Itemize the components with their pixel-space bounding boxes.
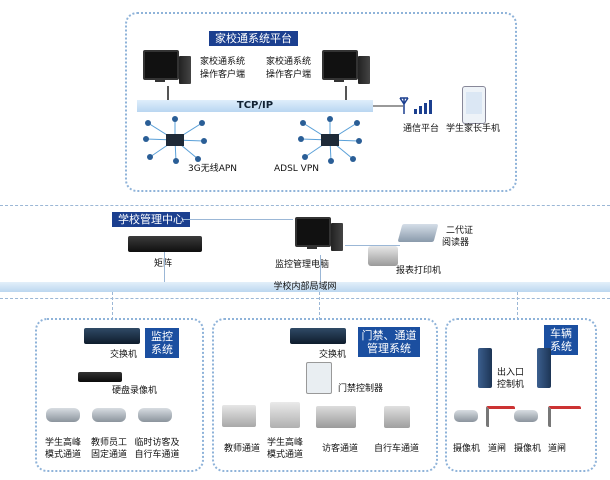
vehicle-item-2-label: 道闸	[488, 444, 507, 454]
dvr-label: 硬盘录像机	[112, 386, 158, 396]
gate-student-label-2: 模式通道	[266, 450, 303, 460]
drop-vehicle	[517, 292, 518, 320]
access-tag-line1: 门禁、通道	[361, 329, 417, 342]
cam-2-label-1: 教师员工	[90, 438, 127, 448]
vehicle-item-3-label: 摄像机	[514, 444, 542, 454]
id-reader-label-2: 阅读器	[442, 238, 470, 248]
camera-1-icon	[46, 408, 80, 422]
id-reader-label-1: 二代证	[446, 226, 474, 236]
vehicle-camera-2-icon	[514, 410, 538, 422]
lan-label: 学校内部局域网	[273, 282, 337, 292]
camera-2-icon	[92, 408, 126, 422]
access-controller	[306, 362, 332, 394]
cam-1-label-1: 学生高峰	[44, 438, 81, 448]
gate-bike-label: 自行车通道	[374, 444, 420, 454]
client-pc-left	[143, 50, 193, 88]
camera-3-icon	[138, 408, 172, 422]
vehicle-tag-line1: 车辆	[550, 327, 572, 340]
access-tag-line2: 管理系统	[367, 342, 411, 355]
id-reader-device	[397, 224, 439, 242]
center-title: 学校管理中心	[112, 212, 190, 227]
vehicle-controller-right	[537, 348, 551, 388]
access-system-box	[212, 318, 438, 472]
monitor-system-tag: 监控 系统	[145, 328, 179, 358]
phone-icon	[462, 86, 486, 124]
vehicle-item-4-label: 道闸	[548, 444, 567, 454]
vehicle-barrier-1-icon	[486, 406, 515, 427]
network-label-left: 3G无线APN	[188, 164, 238, 174]
network-cluster-right	[298, 116, 362, 164]
client-label-right-2: 操作客户端	[266, 70, 312, 80]
gate-bike-icon	[384, 406, 410, 428]
lan-bar	[0, 282, 610, 292]
gate-teacher-label: 教师通道	[224, 444, 261, 454]
vehicle-controller-left	[478, 348, 492, 388]
matrix-label: 矩阵	[154, 259, 173, 269]
monitor-pc-label: 监控管理电脑	[275, 260, 330, 270]
monitor-pc	[295, 217, 345, 257]
cam-3-label-1: 临时访客及	[134, 438, 180, 448]
separator-top	[0, 205, 610, 206]
tcp-ip-label: TCP/IP	[236, 100, 274, 111]
gate-student-icon	[270, 402, 300, 428]
matrix-device	[128, 236, 202, 252]
drop-access	[319, 292, 320, 320]
monitor-tag-line2: 系统	[151, 343, 173, 356]
drop-monitor	[112, 292, 113, 320]
client-pc-right	[322, 50, 372, 88]
network-cluster-left	[143, 116, 207, 164]
vehicle-controller-label-1: 出入口	[497, 368, 525, 378]
monitor-switch-label: 交换机	[110, 350, 138, 360]
phone-label: 学生家长手机	[446, 124, 501, 134]
client-label-left-1: 家校通系统	[200, 57, 246, 67]
access-controller-label: 门禁控制器	[338, 384, 384, 394]
vehicle-tag-line2: 系统	[550, 340, 572, 353]
cam-1-label-2: 模式通道	[44, 450, 81, 460]
printer-label: 报表打印机	[396, 266, 442, 276]
platform-title: 家校通系统平台	[209, 31, 298, 46]
client-label-left-2: 操作客户端	[200, 70, 246, 80]
vehicle-camera-1-icon	[454, 410, 478, 422]
vehicle-system-box	[445, 318, 597, 472]
tcp-ip-backbone	[137, 100, 373, 112]
cam-3-label-2: 自行车通道	[134, 450, 180, 460]
telecom-label: 通信平台	[403, 124, 440, 134]
vehicle-item-1-label: 摄像机	[453, 444, 481, 454]
antenna-icon	[399, 97, 432, 114]
vehicle-controller-label-2: 控制机	[497, 380, 525, 390]
gate-student-label-1: 学生高峰	[266, 438, 303, 448]
printer-device	[368, 246, 398, 266]
monitor-system-box	[35, 318, 204, 472]
platform-box	[125, 12, 517, 192]
gate-visitor-icon	[316, 406, 356, 428]
gate-visitor-label: 访客通道	[322, 444, 359, 454]
separator-mid	[0, 298, 610, 299]
dvr-device	[78, 372, 122, 382]
access-switch	[290, 328, 346, 344]
access-system-tag: 门禁、通道 管理系统	[358, 327, 420, 357]
network-label-right: ADSL VPN	[274, 164, 319, 174]
cam-2-label-2: 固定通道	[90, 450, 127, 460]
access-switch-label: 交换机	[319, 350, 347, 360]
vehicle-barrier-2-icon	[548, 406, 581, 427]
monitor-tag-line1: 监控	[151, 330, 173, 343]
monitor-switch	[84, 328, 140, 344]
client-label-right-1: 家校通系统	[266, 57, 312, 67]
gate-teacher-icon	[222, 405, 256, 427]
